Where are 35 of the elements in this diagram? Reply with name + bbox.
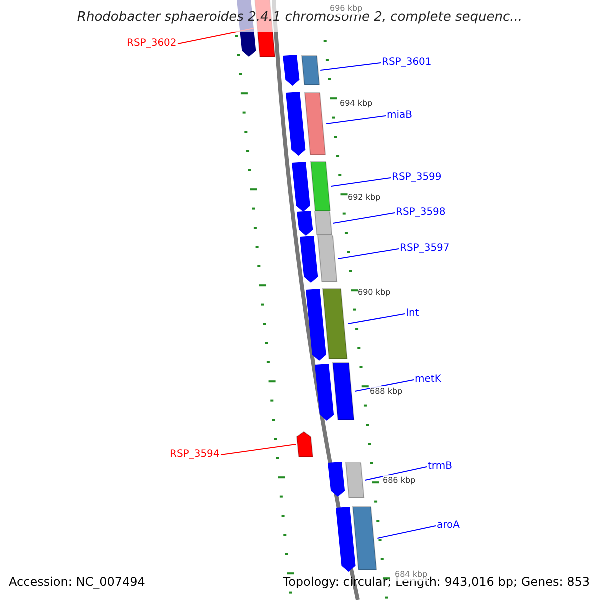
scale-label: 684 kbp [395, 569, 428, 581]
gene-label: aroA [437, 520, 460, 532]
gene-label: RSP_3601 [382, 57, 432, 69]
gene-label: RSP_3594 [170, 449, 220, 461]
leader-line [364, 466, 428, 481]
leader-line [326, 116, 386, 124]
gene-block [314, 212, 333, 236]
gene-label: RSP_3599 [392, 172, 442, 184]
gene-block [345, 462, 365, 498]
leader-line [348, 314, 406, 324]
gene-block [352, 506, 378, 570]
gene-block [304, 92, 326, 156]
gene-block [322, 288, 348, 360]
gene-label: trmB [428, 461, 452, 473]
scale-label: 686 kbp [383, 475, 416, 487]
leader-line [338, 248, 400, 260]
scale-label: 696 kbp [330, 3, 363, 15]
gene-label: RSP_3598 [396, 207, 446, 219]
gene-block [301, 56, 320, 86]
gene-block [296, 431, 314, 458]
gene-label: RSP_3597 [400, 243, 450, 255]
scale-label: 690 kbp [358, 287, 391, 299]
footer-text: Accession: NC_007494 [9, 575, 146, 589]
gene-block [332, 362, 355, 420]
gene-label: RSP_3602 [127, 38, 177, 50]
gene-label: metK [415, 374, 442, 386]
leader-line [377, 526, 436, 539]
scale-label: 692 kbp [348, 192, 381, 204]
leader-line [220, 444, 296, 456]
gene-label: miaB [387, 110, 413, 122]
leader-line [320, 62, 382, 71]
scale-label: 688 kbp [370, 386, 403, 398]
gene-label: Int [406, 308, 420, 320]
gene-block [310, 162, 331, 212]
scale-label: 694 kbp [340, 98, 373, 110]
